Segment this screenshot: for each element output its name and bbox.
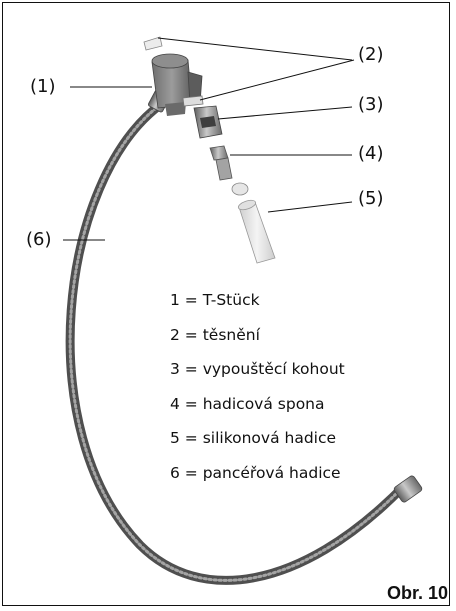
t-piece bbox=[152, 54, 202, 116]
leader-2b bbox=[200, 60, 354, 100]
leader-2a bbox=[158, 38, 352, 60]
legend-item-3: 3 = vypouštěcí kohout bbox=[170, 359, 345, 394]
legend-item-5: 5 = silikonová hadice bbox=[170, 428, 345, 463]
hose-nut-bottom bbox=[393, 475, 423, 504]
seal-top bbox=[144, 37, 162, 50]
silicone-hose bbox=[237, 198, 275, 263]
drain-cock bbox=[194, 106, 222, 138]
legend-item-6: 6 = pancéřová hadice bbox=[170, 463, 345, 498]
legend-item-4: 4 = hadicová spona bbox=[170, 394, 345, 429]
hose-clamp bbox=[210, 146, 232, 180]
legend-item-2: 2 = těsnění bbox=[170, 325, 345, 360]
leader-3 bbox=[218, 107, 352, 119]
leader-5 bbox=[268, 202, 352, 212]
callout-3: (3) bbox=[358, 96, 384, 114]
figure-label: Obr. 10 bbox=[387, 583, 448, 604]
seal-second bbox=[183, 96, 203, 106]
callout-2: (2) bbox=[358, 46, 384, 64]
callout-4: (4) bbox=[358, 145, 384, 163]
legend-item-1: 1 = T-Stück bbox=[170, 290, 345, 325]
callout-6: (6) bbox=[26, 231, 52, 249]
seal-small bbox=[232, 183, 248, 195]
parts-legend: 1 = T-Stück 2 = těsnění 3 = vypouštěcí k… bbox=[170, 290, 345, 497]
callout-5: (5) bbox=[358, 190, 384, 208]
callout-1: (1) bbox=[30, 78, 56, 96]
